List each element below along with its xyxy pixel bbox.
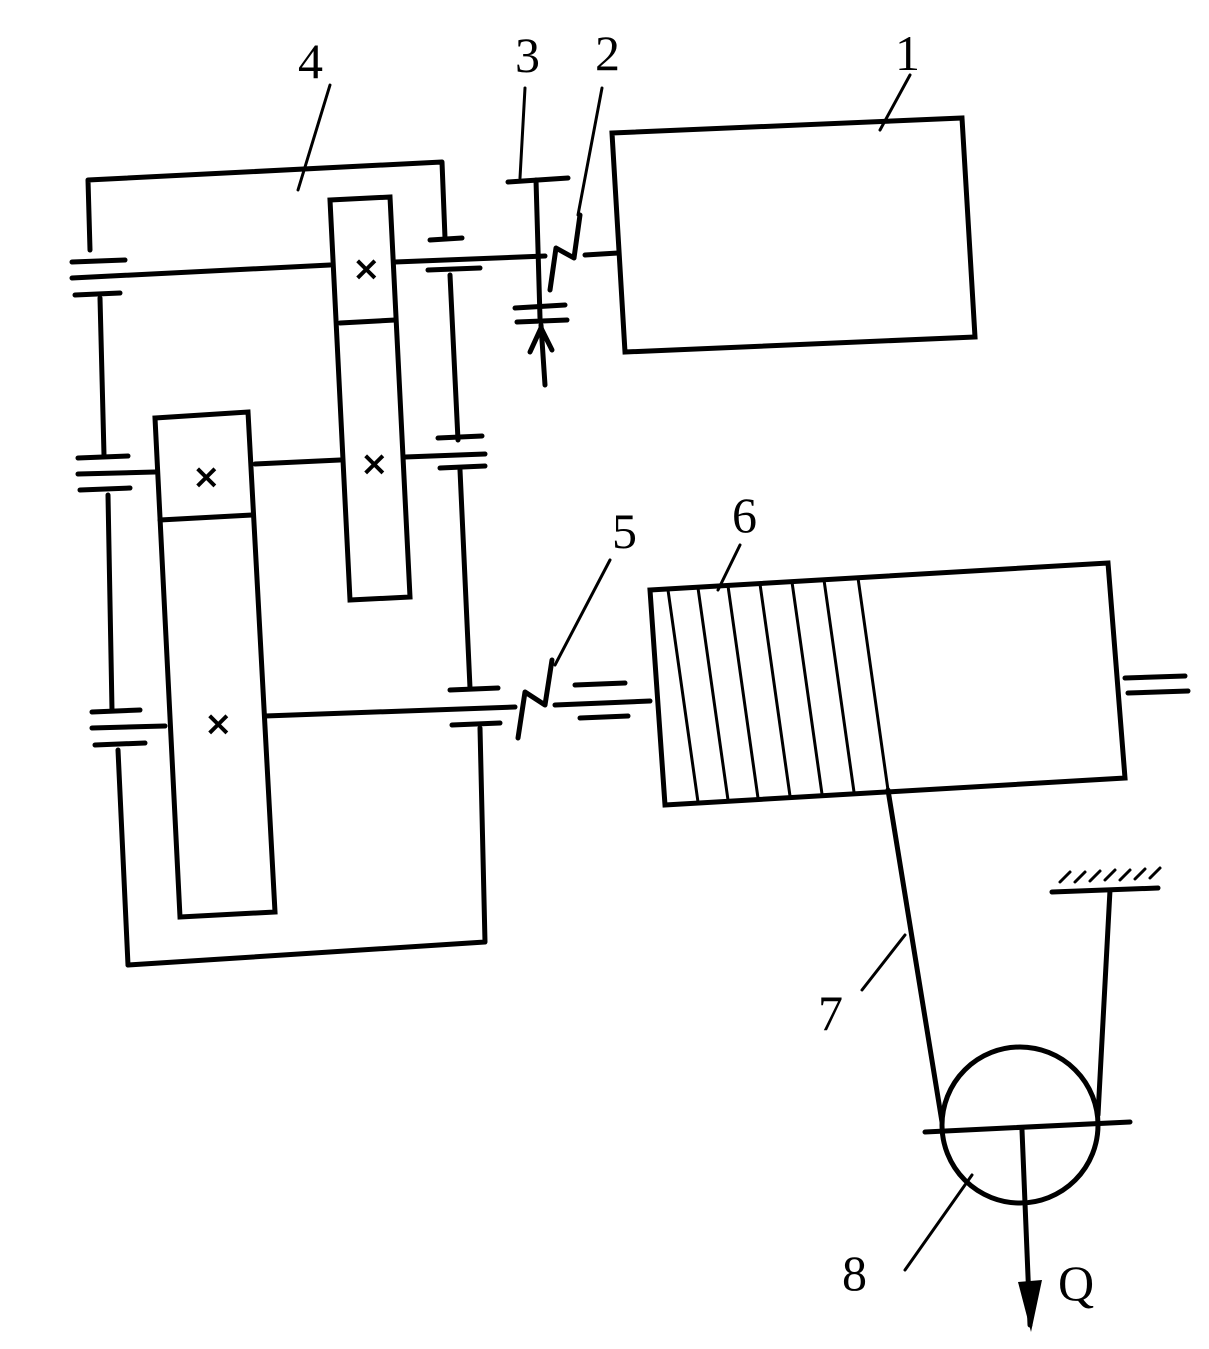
drum	[647, 560, 1191, 808]
gearbox-bearings	[69, 235, 503, 748]
gear-center-mark-2: ×	[360, 444, 389, 484]
shafts	[69, 250, 621, 731]
label-load: Q	[1058, 1255, 1094, 1311]
gearbox-housing	[85, 159, 488, 968]
gear-large-low	[152, 409, 278, 920]
load-arrow-head	[1018, 1280, 1042, 1332]
label-brake: 3	[515, 27, 540, 83]
leader-lines	[296, 73, 974, 1272]
gear-center-mark-1: ×	[352, 249, 381, 289]
label-rope: 7	[818, 985, 843, 1041]
coupling-bottom	[515, 657, 653, 741]
brake	[505, 175, 571, 388]
pulley	[922, 1044, 1133, 1332]
label-coupling-top: 2	[595, 25, 620, 81]
fixed-anchor	[1049, 866, 1162, 895]
label-pulley: 8	[842, 1245, 867, 1301]
rope	[885, 787, 1113, 1125]
motor	[609, 115, 978, 355]
coupling-top	[547, 212, 583, 293]
gear-center-mark-4: ×	[204, 704, 233, 744]
gear-pinion-high	[327, 194, 413, 603]
label-drum: 6	[732, 487, 757, 543]
label-coupling-bottom: 5	[612, 503, 637, 559]
label-motor: 1	[895, 25, 920, 81]
label-gearbox: 4	[298, 33, 323, 89]
gear-center-mark-3: ×	[192, 457, 221, 497]
